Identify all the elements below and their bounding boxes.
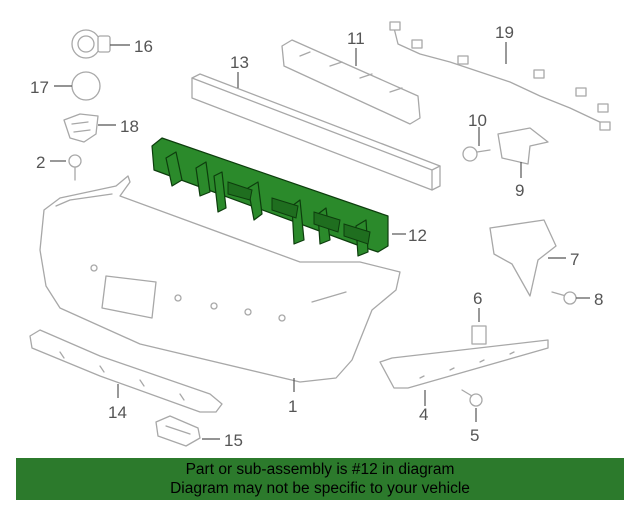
part-17-ring[interactable]	[71, 71, 101, 101]
callout-18: 18	[120, 117, 139, 136]
part-2-screw[interactable]	[68, 154, 82, 181]
callout-14: 14	[108, 403, 127, 422]
banner-line-2: Diagram may not be specific to your vehi…	[170, 480, 470, 497]
part-6-clip[interactable]	[471, 325, 487, 345]
parts-diagram: 16 17 18 2 3 13 11	[29, 21, 611, 450]
part-16-sensor[interactable]	[71, 29, 111, 59]
callout-4: 4	[419, 405, 428, 424]
callout-9: 9	[515, 181, 524, 200]
callout-7: 7	[570, 250, 579, 269]
part-10-screw[interactable]	[462, 146, 491, 162]
banner-line-1: Part or sub-assembly is #12 in diagram	[185, 461, 455, 478]
callout-6: 6	[473, 289, 482, 308]
part-7-shield[interactable]	[489, 219, 557, 297]
callout-5: 5	[470, 426, 479, 445]
info-banner: Part or sub-assembly is #12 in diagram D…	[16, 458, 624, 500]
part-14-diffuser[interactable]	[29, 329, 223, 413]
callout-11: 11	[347, 29, 365, 48]
part-1-bumper-cover[interactable]	[39, 175, 401, 383]
part-5-screw[interactable]	[461, 389, 483, 407]
part-12-absorber-highlighted[interactable]	[151, 137, 389, 257]
part-11-absorber[interactable]	[281, 39, 421, 125]
callout-2: 2	[36, 153, 45, 172]
part-19-wiring-harness[interactable]	[389, 21, 611, 131]
callout-1: 1	[288, 397, 297, 416]
callout-12: 12	[408, 226, 427, 245]
callout-17: 17	[30, 78, 49, 97]
part-9-bracket[interactable]	[497, 127, 549, 165]
part-8-screw[interactable]	[551, 291, 577, 305]
callout-13: 13	[230, 53, 249, 72]
callout-19: 19	[495, 23, 514, 42]
part-13-beam[interactable]	[191, 73, 441, 191]
part-15-bezel[interactable]	[155, 415, 201, 447]
callout-8: 8	[594, 290, 603, 309]
part-4-trim[interactable]	[379, 339, 549, 389]
callout-10: 10	[468, 111, 487, 130]
part-18-bracket[interactable]	[63, 113, 99, 143]
callout-15: 15	[224, 431, 243, 450]
callout-16: 16	[134, 37, 153, 56]
